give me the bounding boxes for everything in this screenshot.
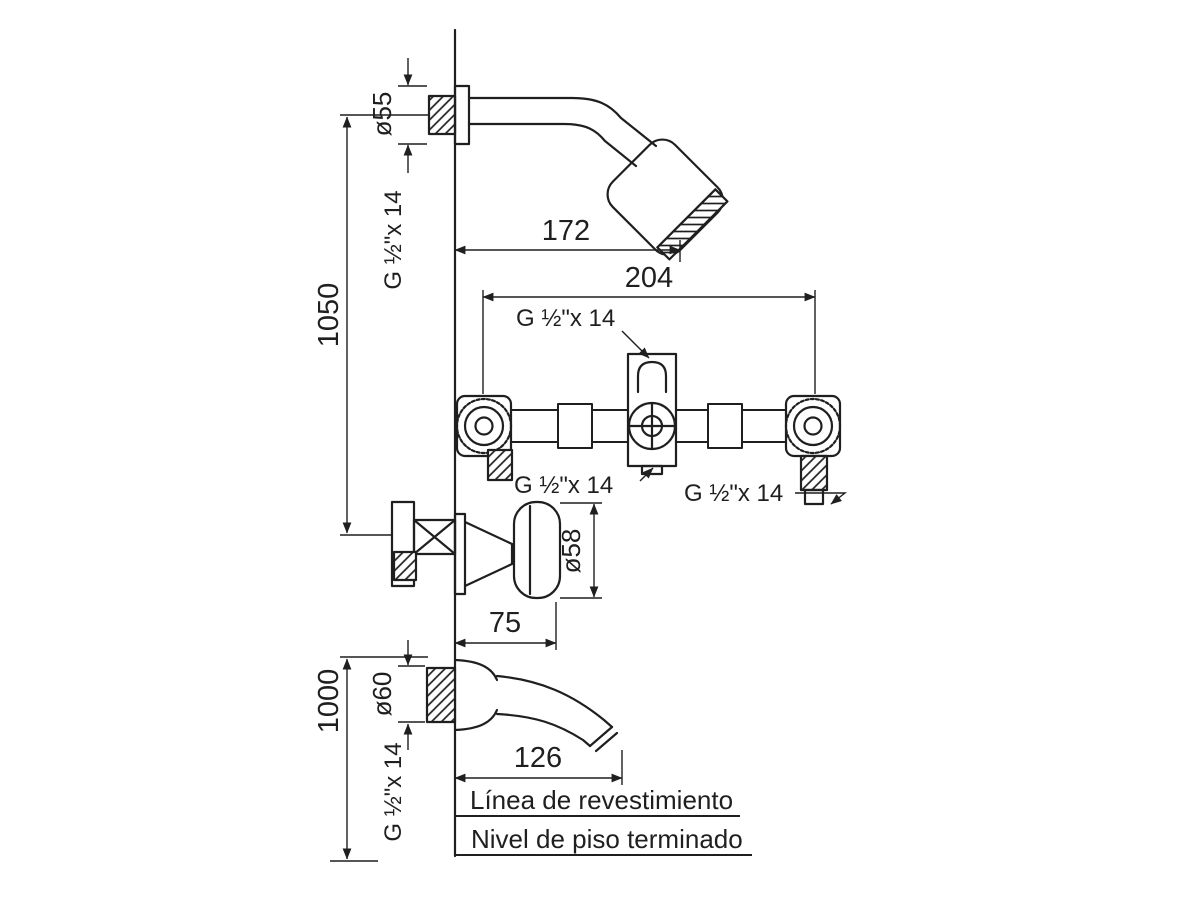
shower-arm-top-edge xyxy=(467,96,658,148)
right-valve-thread xyxy=(799,454,829,492)
dim-spout-projection xyxy=(454,750,623,785)
label-thread-valve-bottom: G ½"x 14 xyxy=(514,472,613,499)
left-valve-knurl xyxy=(455,397,513,455)
shower-wall-anchor xyxy=(427,94,457,136)
dim-diverter-diameter xyxy=(560,502,602,599)
dim-arm-projection xyxy=(454,240,681,262)
label-diverter-diameter: ø58 xyxy=(556,529,586,574)
label-spout-projection: 126 xyxy=(514,742,562,774)
dim-spout-flange xyxy=(398,640,425,750)
right-union-nut xyxy=(707,403,743,449)
spout-tube-bottom xyxy=(495,712,592,748)
spout-assembly xyxy=(425,658,619,753)
leader-valve-inlet-right xyxy=(795,492,848,505)
shower-arm-assembly xyxy=(427,84,729,261)
left-valve-thread xyxy=(486,448,514,482)
dim-valve-spacing xyxy=(482,290,816,394)
shower-arm-bottom-edge xyxy=(467,122,638,168)
shower-head-spray-face xyxy=(656,188,729,261)
spout-bell-bottom xyxy=(453,708,499,732)
label-finish-line: Línea de revestimiento xyxy=(470,785,733,815)
label-thread-spout: G ½"x 14 xyxy=(380,742,407,841)
label-arm-projection: 172 xyxy=(542,215,590,247)
leader-valve-inlet-top xyxy=(621,330,650,359)
label-thread-valve-right: G ½"x 14 xyxy=(684,480,783,507)
right-valve-knurl xyxy=(784,397,842,455)
spout-tip-face xyxy=(588,725,614,748)
diverter-assembly xyxy=(390,500,562,600)
label-spout-height: 1000 xyxy=(313,669,345,734)
label-thread-shower-arm: G ½"x 14 xyxy=(380,190,407,289)
dim-diverter-projection xyxy=(454,602,557,650)
annotations: ø55 G ½"x 14 172 204 G ½"x 14 1050 G ½"x… xyxy=(313,92,783,854)
spout-bell-top xyxy=(453,658,499,682)
label-valve-spacing: 204 xyxy=(625,262,673,294)
dim-shower-height xyxy=(340,114,428,536)
left-union-nut xyxy=(557,403,593,449)
dim-shower-flange xyxy=(398,58,427,173)
center-valve-body xyxy=(626,352,678,476)
label-shower-flange-diameter: ø55 xyxy=(367,92,397,137)
spout-tube-top xyxy=(495,674,614,729)
label-shower-height: 1050 xyxy=(313,283,345,348)
connecting-pipes xyxy=(510,403,787,449)
shower-flange xyxy=(453,84,471,146)
label-diverter-projection: 75 xyxy=(489,607,521,639)
label-spout-flange-diameter: ø60 xyxy=(367,672,397,717)
leader-valve-outlet-bottom xyxy=(639,467,654,482)
label-thread-valve-top: G ½"x 14 xyxy=(516,305,615,332)
mixer-valve-assembly xyxy=(455,352,842,506)
label-floor-line: Nivel de piso terminado xyxy=(471,824,743,854)
diverter-flange xyxy=(453,512,467,596)
dim-spout-height xyxy=(330,656,428,862)
diverter-thread xyxy=(392,550,418,582)
diverter-handle-disc xyxy=(512,500,562,600)
spout-wall-anchor xyxy=(425,666,457,724)
